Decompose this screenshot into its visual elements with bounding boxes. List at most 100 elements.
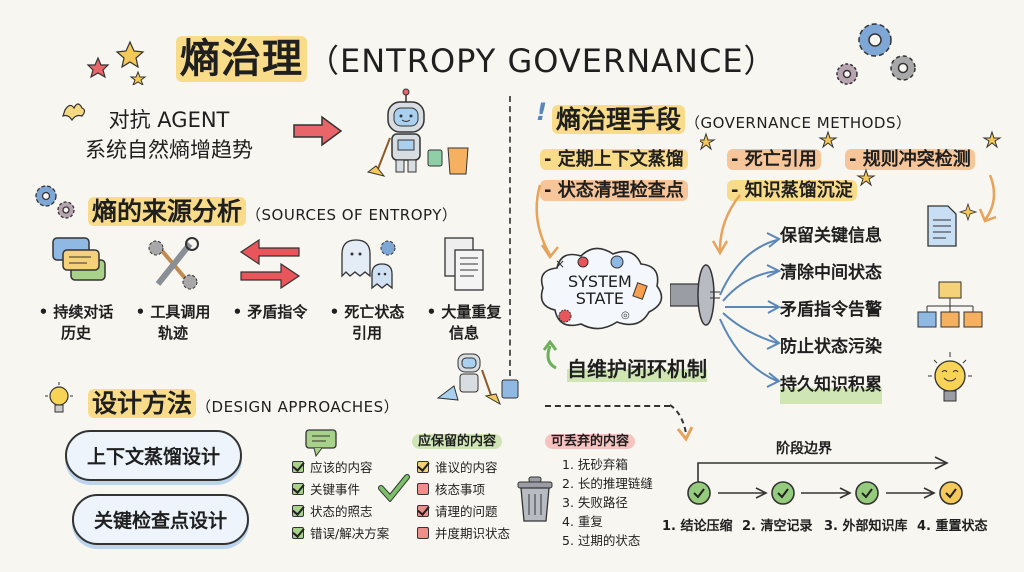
checkbox[interactable] <box>292 461 304 473</box>
checkbox[interactable] <box>417 527 429 539</box>
section-divider <box>509 96 511 376</box>
retain-item: 谁议的内容 <box>417 457 510 479</box>
keep-item: 应该的内容 <box>292 457 389 479</box>
intro-text: 对抗 AGENT 系统自然熵增趋势 <box>85 105 253 165</box>
stage-flow <box>687 481 963 505</box>
checkbox[interactable] <box>417 505 429 517</box>
checkbox[interactable] <box>292 527 304 539</box>
discard-item: 1. 抚砂弃箱 <box>562 457 628 472</box>
svg-text:×: × <box>555 257 565 271</box>
methods-title-en: （GOVERNANCE METHODS） <box>685 114 912 132</box>
big-check-icon <box>378 474 410 506</box>
lightbulb-smile-icon <box>920 350 980 414</box>
method-dead-reference: - 死亡引用 <box>727 145 821 171</box>
discard-item: 4. 重复 <box>562 514 603 529</box>
ghost-icon <box>341 239 396 290</box>
flow-arrows <box>535 175 997 260</box>
methods-section-title: 熵治理手段（GOVERNANCE METHODS） <box>552 100 912 136</box>
system-state-line-2: STATE <box>575 289 625 308</box>
discard-title: 可丢弃的内容 <box>545 430 636 449</box>
design-section-title: 设计方法（DESIGN APPROACHES） <box>88 384 399 420</box>
keep-item: 关键事件 <box>292 479 389 501</box>
intro-line-1: 对抗 AGENT <box>108 108 230 132</box>
checkbox[interactable] <box>292 483 304 495</box>
chat-bubble-icon <box>304 428 344 462</box>
stage-3: 3. 外部知识库 <box>824 519 908 534</box>
methods-title-cn: 熵治理手段 <box>552 105 686 134</box>
keep-item: 状态的照志 <box>292 501 389 523</box>
cloud-icon: × ◎ <box>540 247 663 330</box>
tools-icon <box>148 237 199 290</box>
retain-list: 谁议的内容 核态事项 请理的问题 并度期识状态 <box>417 457 510 545</box>
retain-item: 请理的问题 <box>417 501 510 523</box>
filter-pipe-icon <box>669 262 720 332</box>
method-knowledge-distill: - 知识蒸馏沉淀 <box>727 176 857 202</box>
sources-title-cn: 熵的来源分析 <box>88 197 247 226</box>
stage-1: 1. 结论压缩 <box>662 519 733 534</box>
retain-item-label: 谁议的内容 <box>435 460 498 475</box>
retain-item: 并度期识状态 <box>417 523 510 545</box>
outcomes-list: 保留关键信息 清除中间状态 矛盾指令告警 防止状态污染 持久知识积累 <box>780 218 882 404</box>
document-icon <box>920 200 980 254</box>
stage-boundary-arrow <box>697 456 949 483</box>
documents-icon <box>444 237 484 291</box>
method-label: - 定期上下文蒸馏 <box>540 149 688 170</box>
retain-title: 应保留的内容 <box>412 430 503 449</box>
outcome-item: 矛盾指令告警 <box>780 300 882 320</box>
design-title-en: （DESIGN APPROACHES） <box>196 398 400 416</box>
source-label-5b: 信息 <box>448 324 479 342</box>
retain-item-label: 请理的问题 <box>435 504 498 519</box>
keep-item-label: 错误/解决方案 <box>310 526 390 541</box>
source-label-2b: 轨迹 <box>157 324 188 342</box>
keep-item-label: 关键事件 <box>310 482 361 497</box>
method-rule-conflict: - 规则冲突检测 <box>845 145 975 171</box>
outcome-item: 清除中间状态 <box>780 263 882 283</box>
source-item-duplicate: • 大量重复 信息 <box>418 236 510 344</box>
gears-small-icon <box>32 182 80 226</box>
system-state-label: SYSTEM STATE <box>568 273 632 307</box>
outcome-item: 持久知识积累 <box>780 367 882 404</box>
page-title: 熵治理（ENTROPY GOVERNANCE） <box>176 26 777 84</box>
discard-title-label: 可丢弃的内容 <box>545 434 636 449</box>
checkbox[interactable] <box>417 461 429 473</box>
loop-mechanism-label: 自维护闭环机制 <box>567 353 707 382</box>
intro-line-2: 系统自然熵增趋势 <box>85 138 253 162</box>
outcome-item: 保留关键信息 <box>780 226 882 246</box>
outcome-item: 防止状态污染 <box>780 337 882 357</box>
stage-4: 4. 重置状态 <box>917 519 988 534</box>
source-label-4b: 引用 <box>351 324 382 342</box>
flow-arrow-down <box>669 404 694 442</box>
loop-arrow-icon <box>540 339 564 374</box>
retain-item-label: 核态事项 <box>435 482 486 497</box>
gears-icon <box>825 18 920 92</box>
discard-list: 1. 抚砂弃箱 2. 长的推理链缝 3. 失败路径 4. 重复 5. 过期的状态 <box>562 455 653 550</box>
conflict-arrows-icon <box>239 238 301 290</box>
checkbox[interactable] <box>292 505 304 517</box>
source-item-tool-trace: • 工具调用 轨迹 <box>127 236 219 344</box>
source-label-1a: • 持续对话 <box>38 303 114 321</box>
svg-text:◎: ◎ <box>621 310 630 321</box>
method-context-distill: - 定期上下文蒸馏 <box>540 145 688 171</box>
exclamation-icon: ! <box>536 98 547 126</box>
discard-item: 2. 长的推理链缝 <box>562 476 653 491</box>
method-label: - 死亡引用 <box>727 149 821 170</box>
source-item-dialogue-history: • 持续对话 历史 <box>30 236 122 344</box>
title-cn: 熵治理 <box>176 36 307 82</box>
dashed-flow-line <box>545 405 670 407</box>
chat-bubbles-icon <box>52 237 106 281</box>
lightbulb-icon <box>42 380 76 424</box>
method-label: - 规则冲突检测 <box>845 149 975 170</box>
star-decoration-icon <box>86 40 156 89</box>
retain-item-label: 并度期识状态 <box>435 526 511 541</box>
stage-2: 2. 清空记录 <box>742 519 813 534</box>
title-en: （ENTROPY GOVERNANCE） <box>307 42 777 80</box>
source-label-2a: • 工具调用 <box>135 303 211 321</box>
source-label-4a: • 死亡状态 <box>329 303 405 321</box>
design-cloud-context-distill: 上下文蒸馏设计 <box>65 430 243 481</box>
keep-item-label: 状态的照志 <box>310 504 373 519</box>
design-cloud-checkpoint: 关键检查点设计 <box>72 494 250 545</box>
checkbox[interactable] <box>417 483 429 495</box>
method-state-checkpoint: - 状态清理检查点 <box>540 176 688 202</box>
retain-item: 核态事项 <box>417 479 510 501</box>
cleaning-robot-icon <box>340 86 480 185</box>
